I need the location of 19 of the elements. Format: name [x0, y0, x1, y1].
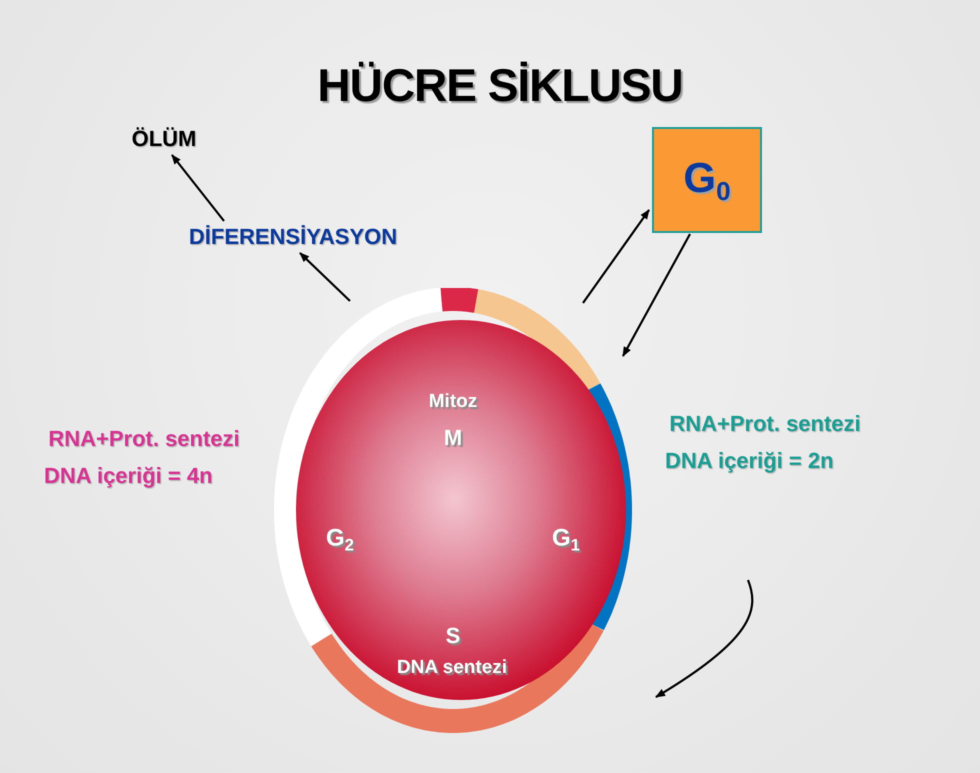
note-text: DNA içeriği = 4n	[44, 462, 214, 490]
phase-label: G$_{1}$	[552, 524, 580, 556]
process-box	[652, 127, 762, 233]
arrow	[582, 209, 650, 304]
phase-label: S	[446, 623, 460, 649]
arrow	[171, 154, 225, 222]
node-label: DİFERENSİYASYON	[160, 222, 426, 252]
title: HÜCRE SİKLUSU	[316, 58, 684, 112]
phase-label: G$_{2}$	[326, 524, 354, 556]
phase-label: DNA sentezi	[396, 657, 508, 679]
phase-label: Mitoz	[428, 391, 478, 413]
node-label: ÖLÜM	[124, 124, 204, 154]
arrow	[299, 252, 351, 302]
arrow	[622, 233, 691, 357]
note-text: RNA+Prot. sentezi	[47, 425, 241, 453]
note-text: RNA+Prot. sentezi	[668, 410, 862, 438]
node-label: G$_{0}$	[683, 154, 731, 206]
note-text: DNA içeriği = 2n	[665, 447, 835, 476]
phase-label: M	[444, 425, 462, 451]
